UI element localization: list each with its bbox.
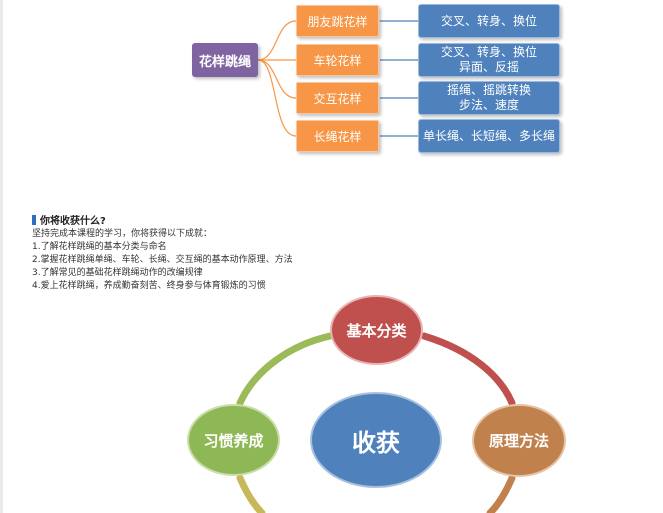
heading-bar-icon: [32, 214, 36, 225]
cycle-node-right: 原理方法: [472, 404, 566, 477]
section-heading-text: 你将收获什么?: [40, 216, 106, 227]
arc-left-top: [236, 332, 334, 407]
cycle-node-center: 收获: [310, 392, 442, 488]
mindmap-category-node: 长绳花样: [296, 120, 379, 152]
arc-left-bottom: [236, 474, 266, 513]
arc-right-bottom: [486, 474, 516, 513]
cycle-node-top: 基本分类: [330, 295, 423, 365]
mindmap-category-node: 交互花样: [296, 82, 379, 114]
list-item: 4.爱上花样跳绳，养成勤奋刻苦、终身参与体育锻炼的习惯: [32, 281, 266, 291]
mindmap-connectors: [257, 20, 418, 137]
section-body: 坚持完成本课程的学习，你将获得以下成就： 1.了解花样跳绳的基本分类与命名 2.…: [32, 228, 293, 293]
mindmap-root-node: 花样跳绳: [192, 43, 258, 77]
list-item: 2.掌握花样跳绳单绳、车轮、长绳、交互绳的基本动作原理、方法: [32, 255, 293, 265]
mindmap-detail-node: 交叉、转身、换位: [418, 4, 560, 38]
list-item: 1.了解花样跳绳的基本分类与命名: [32, 242, 167, 252]
mindmap-category-node: 朋友跳花样: [296, 5, 379, 37]
page-left-border: [0, 0, 3, 513]
mindmap-category-node: 车轮花样: [296, 44, 379, 76]
mindmap-detail-node: 单长绳、长短绳、多长绳: [418, 119, 560, 153]
connector-root-branch-3: [257, 59, 297, 99]
section-heading: 你将收获什么?: [32, 212, 106, 227]
connector-root-branch-4: [257, 59, 297, 137]
section-intro: 坚持完成本课程的学习，你将获得以下成就：: [32, 229, 213, 239]
arc-top-right: [420, 332, 516, 407]
mindmap-detail-node: 交叉、转身、换位 异面、反摇: [418, 43, 560, 77]
list-item: 3.了解常见的基础花样跳绳动作的改编规律: [32, 268, 203, 278]
connector-root-branch-1: [257, 20, 297, 61]
mindmap-detail-node: 摇绳、摇跳转换 步法、速度: [418, 81, 560, 115]
cycle-node-left: 习惯养成: [187, 404, 280, 476]
